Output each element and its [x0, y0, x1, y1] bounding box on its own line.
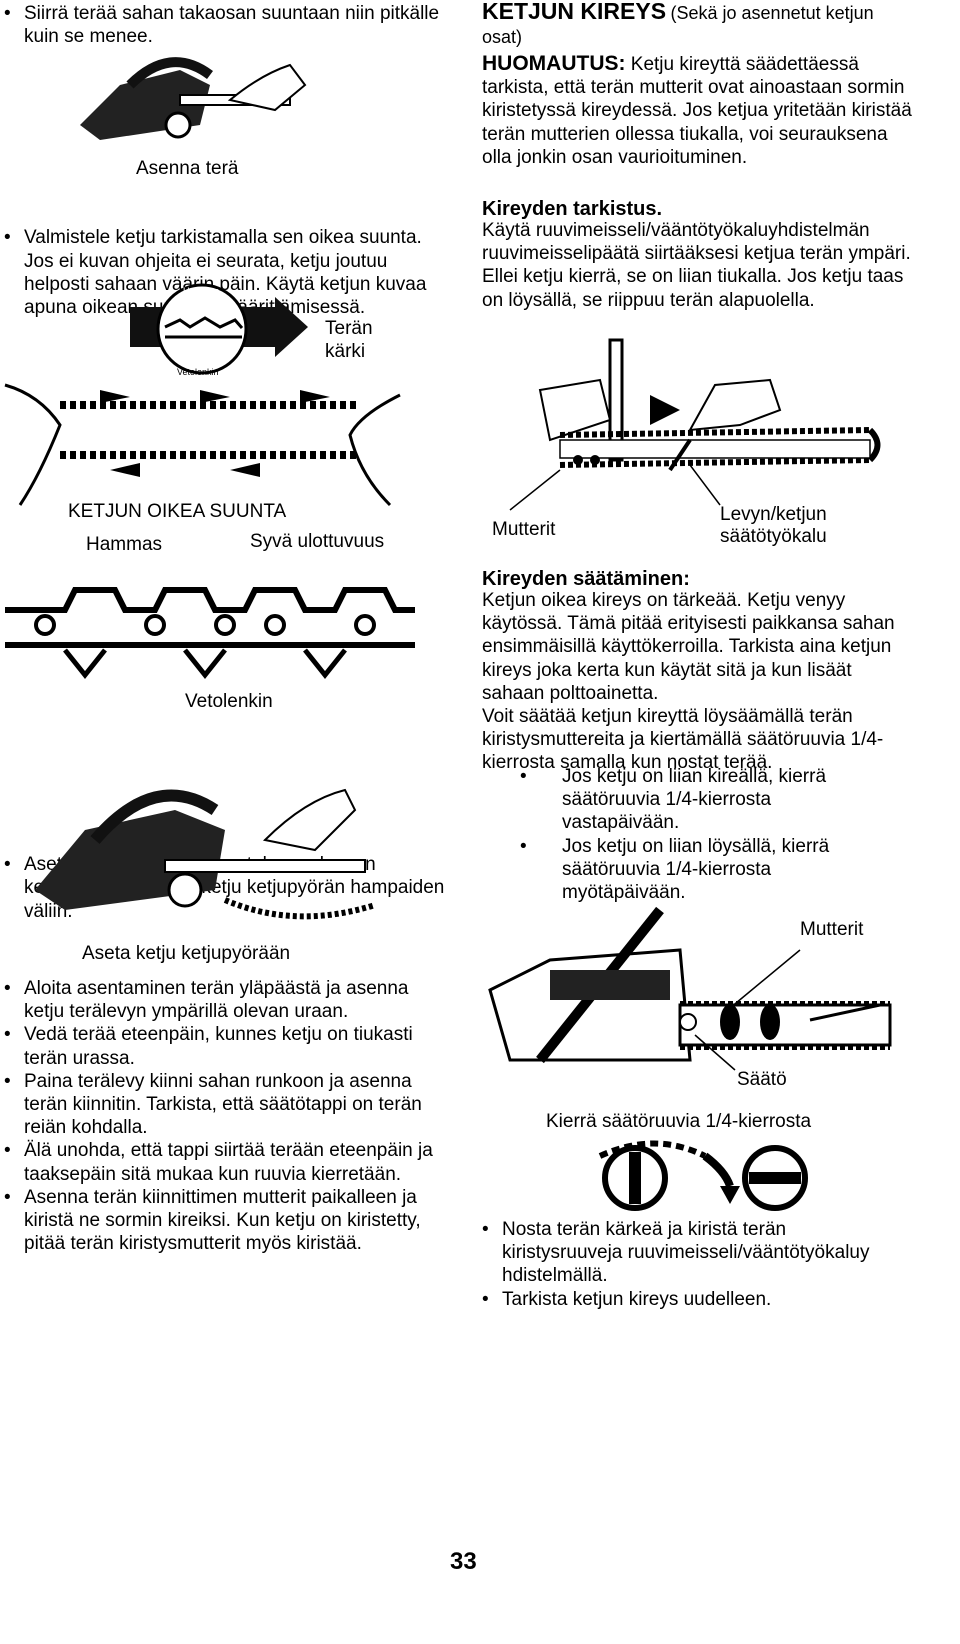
list-item: Älä unohda, että tappi siirtää terään et… — [4, 1139, 436, 1185]
fig6-mutterit-label: Mutterit — [800, 919, 864, 940]
fig3-vetolenkin-label: Vetolenkin — [185, 691, 273, 712]
figure-tension-check — [509, 338, 881, 511]
huomautus-paragraph: HUOMAUTUS: Ketju kireyttä säädettäessä t… — [482, 52, 912, 168]
figure-install-bar — [80, 57, 307, 140]
fig4-caption: Aseta ketju ketjupyörään — [82, 943, 291, 964]
check-paragraph: Käytä ruuvimeisseli/vääntötyökaluyhdiste… — [482, 220, 911, 311]
adjust-heading: Kireyden säätäminen: — [482, 568, 690, 590]
adjust-bullets: Jos ketju on liian kireällä, kierrä säät… — [520, 765, 880, 904]
figure-install-bar-caption: Asenna terä — [136, 158, 239, 179]
fig3-hammas-label: Hammas — [86, 534, 163, 555]
list-item: Nosta terän kärkeä ja kiristä terän kiri… — [482, 1218, 907, 1288]
figure-adjust-screw — [488, 906, 892, 1071]
check-heading: Kireyden tarkistus. — [482, 198, 663, 220]
fig2-teran-karki-label: Terän kärki — [325, 318, 373, 362]
figure-chain-hands — [4, 383, 401, 507]
fig6-saato-label: Säätö — [737, 1069, 787, 1090]
fig5-mutterit-label: Mutterit — [492, 519, 556, 540]
bullet-move-bar: Siirrä terää sahan takaosan suuntaan nii… — [4, 2, 456, 48]
figure-chain-links — [5, 587, 415, 680]
figure-chain-direction-arrow — [130, 283, 308, 375]
list-item: Asenna terän kiinnittimen mutterit paika… — [4, 1186, 436, 1256]
figure-chain-on-sprocket — [35, 788, 376, 920]
fig2-vetolenkki-label: Vetolenkin — [177, 367, 219, 377]
fig5-tool-label: Levyn/ketjun säätötyökalu — [720, 504, 827, 547]
list-item: Vedä terää eteenpäin, kunnes ketju on ti… — [4, 1023, 436, 1069]
list-item: Paina terälevy kiinni sahan runkoon ja a… — [4, 1070, 436, 1140]
fig3-syva-label: Syvä ulottuvuus — [250, 531, 385, 552]
figure-quarter-turn — [598, 1140, 808, 1211]
section-heading: KETJUN KIREYS (Sekä jo asennetut ketjun … — [482, 0, 874, 47]
list-item: Aloita asentaminen terän yläpäästä ja as… — [4, 977, 436, 1023]
fig3-title: KETJUN OIKEA SUUNTA — [68, 501, 287, 522]
fig2-hammas-label: Hammas — [183, 286, 220, 296]
left-bottom-bullets: Aloita asentaminen terän yläpäästä ja as… — [4, 977, 436, 1255]
fig6-caption: Kierrä säätöruuvia 1/4-kierrosta — [546, 1111, 812, 1132]
right-bottom-bullets: Nosta terän kärkeä ja kiristä terän kiri… — [482, 1218, 907, 1311]
list-item: Tarkista ketjun kireys uudelleen. — [482, 1288, 907, 1311]
page-number: 33 — [450, 1548, 477, 1575]
list-item: Jos ketju on liian löysällä, kierrä säät… — [520, 835, 880, 905]
adjust-paragraph: Ketjun oikea kireys on tärkeää. Ketju ve… — [482, 590, 895, 774]
list-item: Jos ketju on liian kireällä, kierrä säät… — [520, 765, 880, 835]
